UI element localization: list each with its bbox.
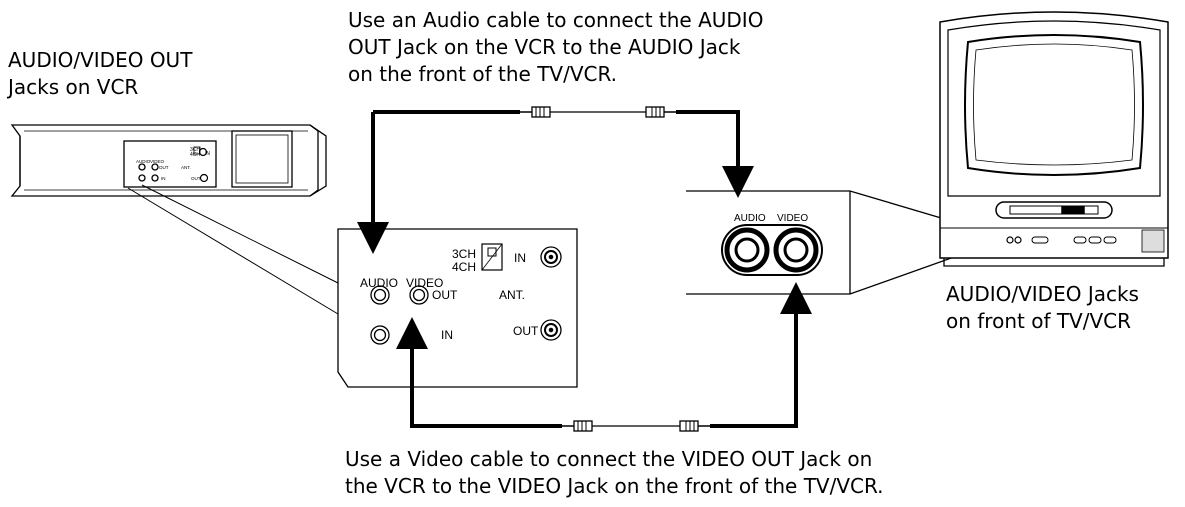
antenna-in-label: IN <box>514 251 526 265</box>
vcr-small-in2-label: IN <box>161 176 166 181</box>
audio-in-jack <box>370 325 390 345</box>
tv-audio-label: AUDIO <box>734 213 766 224</box>
vcr-small-audio-label: AUDIO <box>136 159 151 164</box>
vcr-small-out2-label: OUT <box>191 176 201 181</box>
in-label: IN <box>441 328 453 342</box>
audio-cable-instruction: Use an Audio cable to connect the AUDIO … <box>348 8 764 86</box>
audio-label: AUDIO <box>360 276 398 290</box>
audio-cable <box>357 106 754 254</box>
vcr-small-3ch-label: 3CH <box>190 147 200 153</box>
video-cable-instruction: Use a Video cable to connect the VIDEO O… <box>345 447 884 498</box>
vcr-small-out-label: OUT <box>159 165 169 170</box>
video-out-jack <box>409 285 429 305</box>
vcr-small-jack-panel: 3CH 4CH IN AUDIO VIDEO OUT ANT. IN OUT <box>136 146 210 183</box>
antenna-out-label: OUT <box>513 324 539 338</box>
antenna-out-jack <box>540 319 562 341</box>
tv-video-label: VIDEO <box>777 213 808 224</box>
vcr-small-video-label: VIDEO <box>150 159 165 164</box>
vcr-small-ant-label: ANT. <box>181 165 191 170</box>
tv-video-jack <box>773 227 819 273</box>
antenna-label: ANT. <box>499 288 525 302</box>
vcr-unit <box>10 124 327 197</box>
channel-3ch-label: 3CH <box>452 247 476 261</box>
tv-vcr-unit <box>939 11 1169 267</box>
vcr-zoom-lines <box>127 184 339 315</box>
tv-jacks-caption: AUDIO/VIDEO Jacks on front of TV/VCR <box>946 282 1139 333</box>
vcr-jack-panel: 3CH 4CH IN AUDIO VIDEO OUT ANT. IN OUT <box>337 228 578 388</box>
out-label: OUT <box>432 288 458 302</box>
antenna-in-jack <box>540 246 562 268</box>
channel-4ch-label: 4CH <box>452 260 476 274</box>
vcr-small-4ch-label: 4CH <box>190 152 200 158</box>
tv-jack-panel: AUDIO VIDEO <box>686 190 986 295</box>
vcr-small-in-label: IN <box>205 151 210 157</box>
vcr-jacks-caption: AUDIO/VIDEO OUT Jacks on VCR <box>8 48 193 99</box>
audio-out-jack <box>370 285 390 305</box>
tv-audio-jack <box>724 227 770 273</box>
video-cable <box>396 282 812 432</box>
